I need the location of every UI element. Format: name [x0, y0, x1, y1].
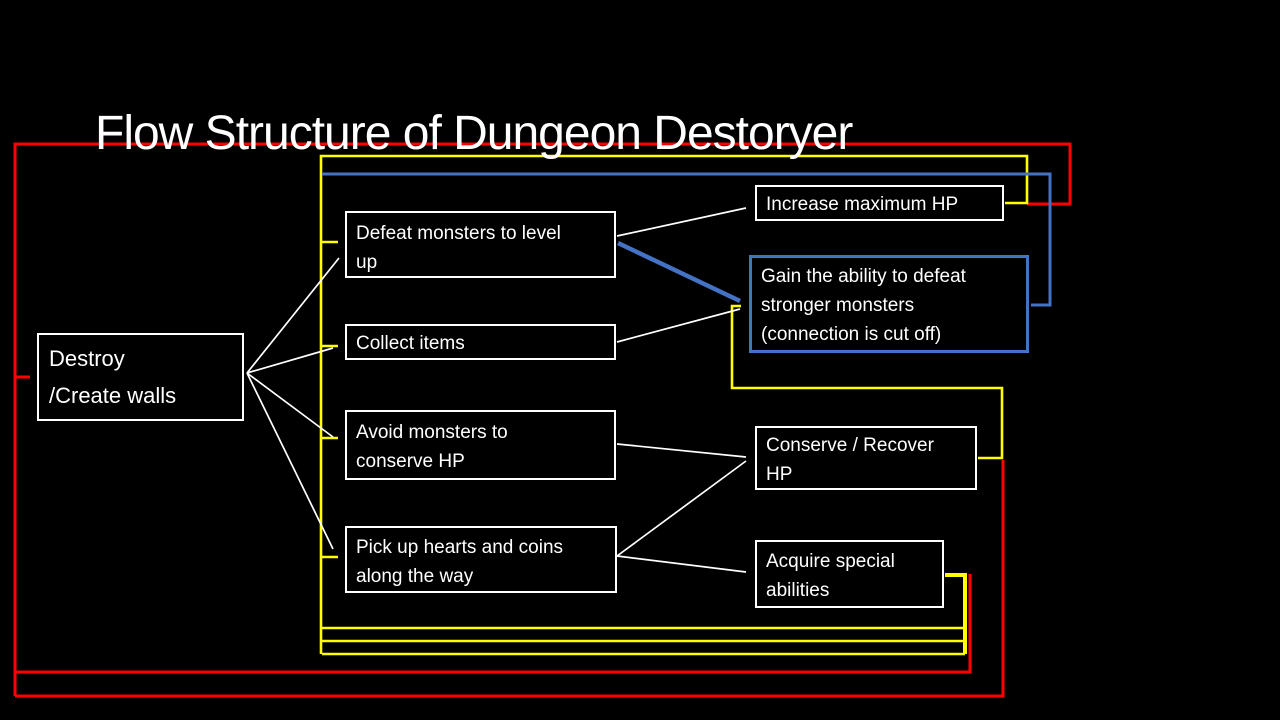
white-arrow-defeat-to-increase [616, 207, 747, 237]
red-loop-bottom-outer-from-conserve [15, 460, 1005, 698]
white-arrow-destroy-to-collect [246, 347, 334, 374]
red-loop-bottom-inner-from-acquire [15, 574, 972, 674]
node-acquire-special-abilities: Acquire special abilities [755, 540, 944, 608]
node-conserve-recover-hp: Conserve / Recover HP [755, 426, 977, 490]
red-loop-top-left-border [13, 142, 1072, 696]
node-destroy-create-walls: Destroy /Create walls [37, 333, 244, 421]
yellow-loop-conserve-to-gain [730, 304, 1004, 460]
white-arrow-pickup-to-conserve [616, 460, 747, 557]
yellow-loop-from-increase-and-trunk [319, 154, 1029, 654]
node-avoid-monsters: Avoid monsters to conserve HP [345, 410, 616, 480]
white-arrow-destroy-to-avoid [246, 372, 334, 438]
node-increase-max-hp: Increase maximum HP [755, 185, 1004, 221]
blue-cutoff-loop-gain-to-defeat [322, 172, 1052, 307]
white-arrow-collect-to-gain [616, 308, 741, 343]
white-arrow-destroy-to-defeat [246, 257, 340, 374]
blue-arrow-defeat-to-gain [617, 240, 741, 304]
white-arrow-avoid-to-conserve [616, 443, 747, 458]
node-pick-up-hearts-coins: Pick up hearts and coins along the way [345, 526, 617, 593]
node-collect-items: Collect items [345, 324, 616, 360]
slide-title: Flow Structure of Dungeon Destoryer [95, 107, 853, 161]
node-gain-ability-cutoff: Gain the ability to defeat stronger mons… [749, 255, 1029, 353]
white-arrow-destroy-to-pickup [246, 372, 334, 550]
white-arrow-pickup-to-acquire [616, 555, 747, 573]
node-defeat-monsters: Defeat monsters to level up [345, 211, 616, 278]
